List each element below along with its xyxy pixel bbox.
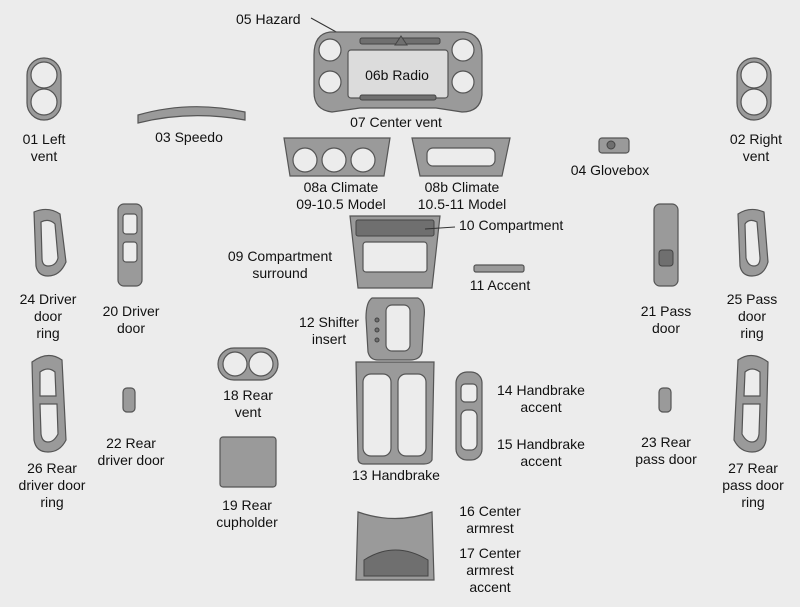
part-18-rear-vent <box>217 347 279 381</box>
label-11-accent: 11 Accent <box>469 277 531 293</box>
part-02-right-vent <box>736 57 772 121</box>
label-06b-radio: 06b Radio <box>365 67 429 83</box>
part-24-driver-door-ring <box>33 208 67 277</box>
compartment-leader-line <box>424 226 456 230</box>
part-01-left-vent <box>26 57 62 121</box>
part-12-shifter-insert <box>365 297 425 361</box>
part-11-accent <box>473 264 525 273</box>
label-07-center-vent: 07 Center vent <box>350 114 442 130</box>
part-26-rear-driver-door-ring <box>31 354 67 453</box>
part-19-rear-cupholder <box>219 436 277 488</box>
part-08b-climate <box>411 137 511 177</box>
label-05-hazard: 05 Hazard <box>236 11 301 27</box>
part-10-compartment <box>355 219 435 237</box>
label-04-glovebox: 04 Glovebox <box>570 162 650 178</box>
part-27-rear-pass-door-ring <box>733 354 769 453</box>
part-17-center-armrest-accent <box>363 549 429 577</box>
part-07-center-vent <box>313 31 483 113</box>
part-03-speedo <box>137 106 246 124</box>
part-09-compartment-surround <box>349 215 441 289</box>
part-08a-climate <box>283 137 391 177</box>
part-23-rear-pass-door <box>658 387 672 413</box>
part-14-15-handbrake-accent <box>455 371 483 461</box>
part-20-driver-door <box>117 203 143 287</box>
part-25-pass-door-ring <box>737 208 769 277</box>
label-03-speedo: 03 Speedo <box>155 129 223 145</box>
part-05-hazard-triangle <box>394 35 408 46</box>
part-13-handbrake <box>355 361 435 465</box>
part-04-glovebox <box>598 137 630 154</box>
label-10-compartment: 10 Compartment <box>459 217 564 233</box>
part-22-rear-driver-door <box>122 387 136 413</box>
label-13-handbrake: 13 Handbrake <box>352 467 440 483</box>
part-21-pass-door <box>653 203 679 287</box>
part-16-center-armrest <box>355 511 435 581</box>
